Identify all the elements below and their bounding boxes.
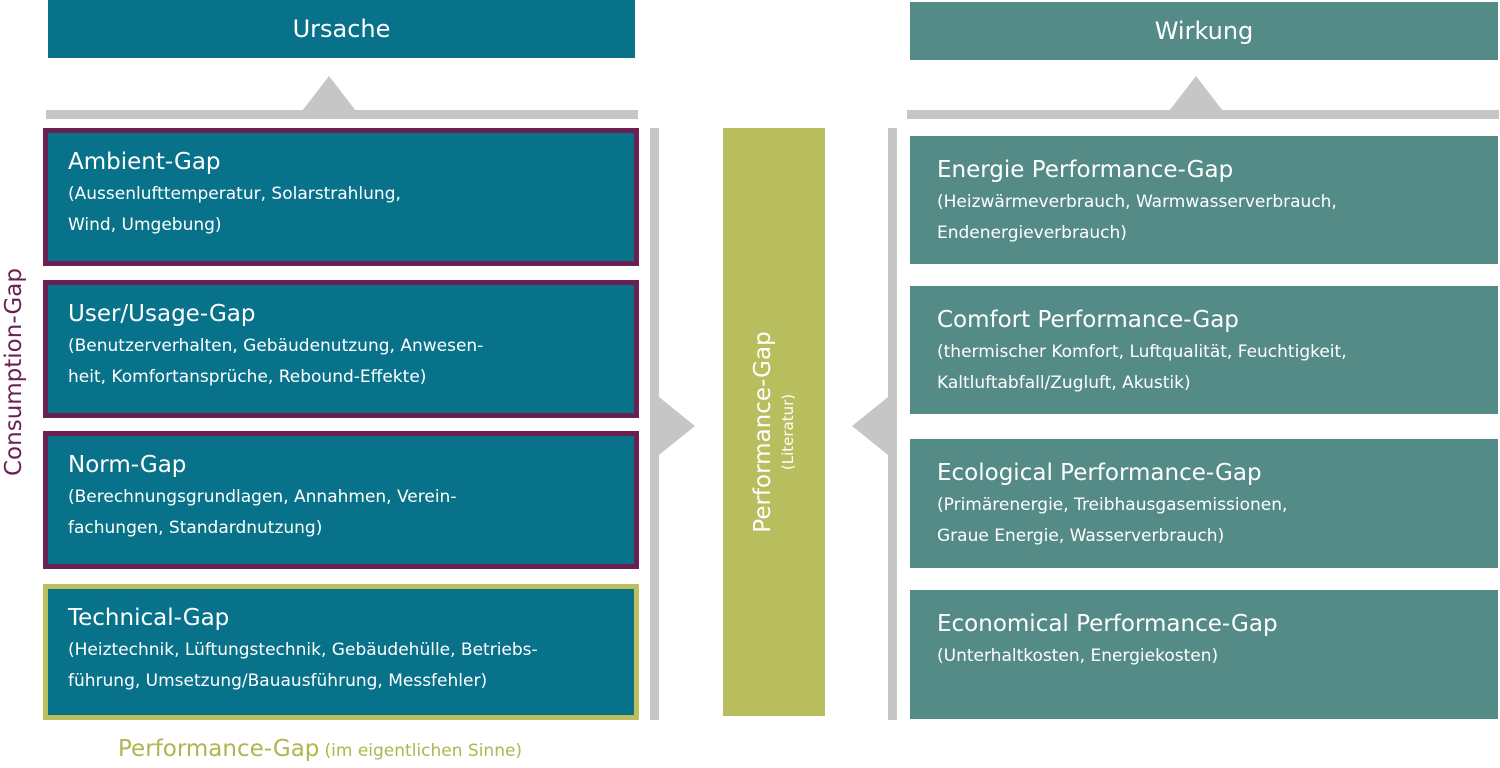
effect-header-label: Wirkung: [1154, 17, 1254, 45]
effect-box-economical: Economical Performance-Gap (Unterhaltkos…: [910, 590, 1498, 719]
effect-box-comfort: Comfort Performance-Gap (thermischer Kom…: [910, 286, 1498, 414]
cause-header: Ursache: [48, 0, 635, 58]
performance-gap-proper-label: Performance-Gap (im eigentlichen Sinne): [118, 736, 522, 762]
performance-gap-proper-main: Performance-Gap: [118, 736, 320, 762]
effect-horizontal-connector: [907, 110, 1499, 119]
effect-description: (thermischer Komfort, Luftqualität, Feuc…: [937, 337, 1498, 399]
cause-title: Norm-Gap: [68, 452, 187, 478]
cause-description-line: (Heiztechnik, Lüftungstechnik, Gebäudehü…: [68, 640, 538, 660]
performance-gap-subtitle: (Literatur): [779, 393, 797, 471]
effect-description-line: Graue Energie, Wasserverbrauch): [937, 526, 1225, 546]
cause-description-line: führung, Umsetzung/Bauausführung, Messfe…: [68, 671, 488, 691]
effect-description-line: (thermischer Komfort, Luftqualität, Feuc…: [937, 342, 1347, 362]
cause-title: Ambient-Gap: [68, 149, 221, 175]
consumption-gap-label: Consumption-Gap: [1, 268, 27, 476]
arrow-left-icon: [852, 397, 888, 455]
cause-description-line: Wind, Umgebung): [68, 215, 222, 235]
effect-description: (Primärenergie, Treibhausgasemissionen, …: [937, 490, 1498, 552]
cause-description: (Benutzerverhalten, Gebäudenutzung, Anwe…: [68, 331, 634, 393]
cause-box-ambient-gap: Ambient-Gap (Aussenlufttemperatur, Solar…: [43, 128, 639, 266]
effect-description-line: (Unterhaltkosten, Energiekosten): [937, 646, 1219, 666]
cause-horizontal-connector: [46, 110, 638, 119]
effect-title: Economical Performance-Gap: [937, 611, 1278, 637]
cause-box-user-usage-gap: User/Usage-Gap (Benutzerverhalten, Gebäu…: [43, 280, 639, 418]
performance-gap-proper-sub: (im eigentlichen Sinne): [324, 741, 523, 761]
effect-vertical-connector: [888, 128, 897, 720]
performance-gap-literature-label: Performance-Gap (Literatur): [729, 272, 819, 592]
cause-description: (Berechnungsgrundlagen, Annahmen, Verein…: [68, 482, 634, 544]
effect-box-ecological: Ecological Performance-Gap (Primärenergi…: [910, 439, 1498, 568]
cause-box-technical-gap: Technical-Gap (Heiztechnik, Lüftungstech…: [43, 584, 639, 720]
effect-description: (Unterhaltkosten, Energiekosten): [937, 641, 1498, 672]
cause-description-line: (Berechnungsgrundlagen, Annahmen, Verein…: [68, 487, 457, 507]
cause-title: User/Usage-Gap: [68, 301, 256, 327]
arrow-right-icon: [659, 397, 695, 455]
performance-gap-title: Performance-Gap: [750, 331, 776, 533]
effect-box-energie: Energie Performance-Gap (Heizwärmeverbra…: [910, 136, 1498, 264]
effect-description-line: (Primärenergie, Treibhausgasemissionen,: [937, 495, 1288, 515]
cause-box-norm-gap: Norm-Gap (Berechnungsgrundlagen, Annahme…: [43, 431, 639, 569]
effect-description-line: (Heizwärmeverbrauch, Warmwasserverbrauch…: [937, 192, 1337, 212]
effect-title: Energie Performance-Gap: [937, 157, 1234, 183]
effect-title: Ecological Performance-Gap: [937, 460, 1262, 486]
cause-description-line: (Aussenlufttemperatur, Solarstrahlung,: [68, 184, 401, 204]
arrow-up-icon: [1169, 76, 1223, 111]
cause-description-line: fachungen, Standardnutzung): [68, 518, 323, 538]
cause-description-line: (Benutzerverhalten, Gebäudenutzung, Anwe…: [68, 336, 484, 356]
cause-header-label: Ursache: [292, 15, 391, 43]
effect-description: (Heizwärmeverbrauch, Warmwasserverbrauch…: [937, 187, 1498, 249]
cause-description: (Heiztechnik, Lüftungstechnik, Gebäudehü…: [68, 635, 634, 697]
cause-title: Technical-Gap: [68, 605, 230, 631]
performance-gap-literature-bar: [723, 128, 825, 716]
arrow-up-icon: [302, 76, 356, 111]
cause-vertical-connector: [650, 128, 659, 720]
effect-description-line: Kaltluftabfall/Zugluft, Akustik): [937, 373, 1191, 393]
cause-description-line: heit, Komfortansprüche, Rebound-Effekte): [68, 367, 427, 387]
cause-description: (Aussenlufttemperatur, Solarstrahlung, W…: [68, 179, 634, 241]
effect-title: Comfort Performance-Gap: [937, 307, 1239, 333]
effect-description-line: Endenergieverbrauch): [937, 223, 1127, 243]
effect-header: Wirkung: [910, 2, 1498, 60]
